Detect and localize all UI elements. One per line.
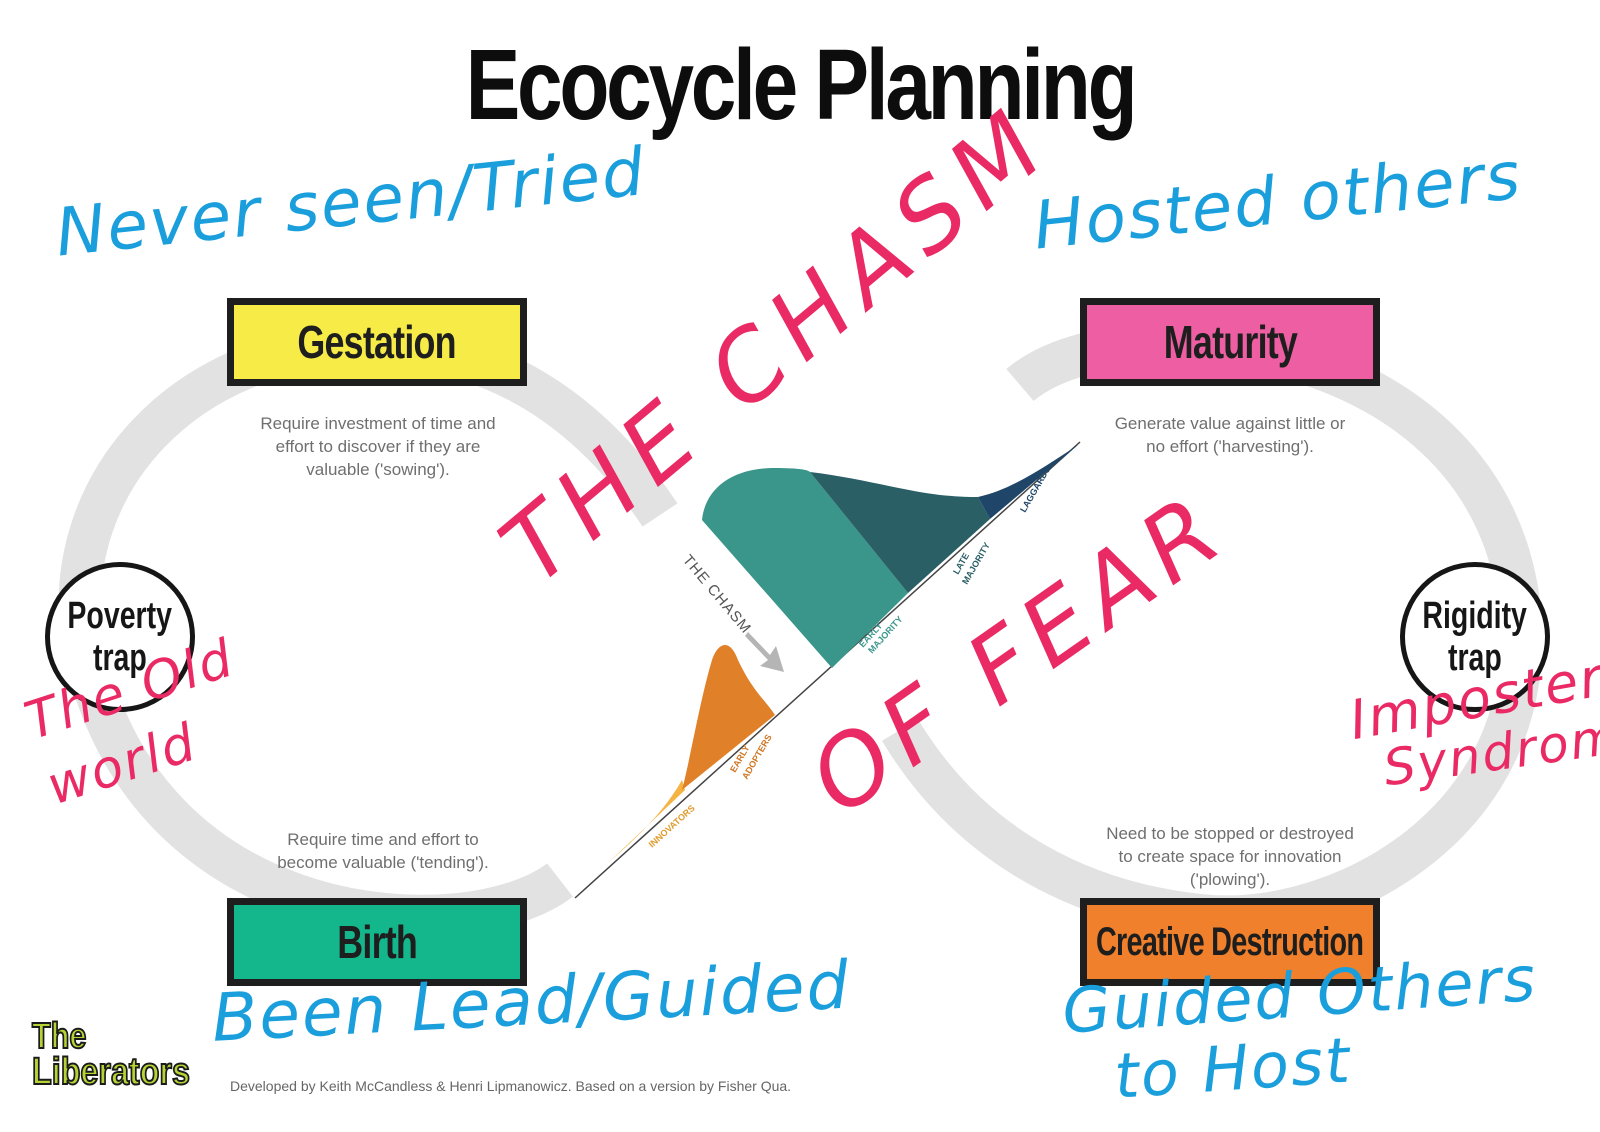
rigidity-trap-line1: Rigidity xyxy=(1422,595,1528,637)
poverty-trap: Poverty trap xyxy=(45,562,195,712)
page-title: Ecocycle Planning xyxy=(465,29,1138,141)
curve-baseline xyxy=(574,441,1081,899)
poverty-trap-line2: trap xyxy=(93,637,147,679)
stage-birth-label: Birth xyxy=(337,916,418,968)
segment-laggards xyxy=(978,445,1078,519)
description-line: Require investment of time and xyxy=(260,414,496,433)
liberators-logo: The Liberators xyxy=(31,1015,212,1098)
rigidity-trap-line2: trap xyxy=(1448,637,1502,679)
stage-creative-destruction: Creative Destruction xyxy=(1080,898,1380,986)
poverty-trap-line1: Poverty xyxy=(67,595,173,637)
chasm-arrow-icon xyxy=(745,632,784,672)
description-line: Require time and effort to xyxy=(287,830,479,849)
stage-maturity: Maturity xyxy=(1080,298,1380,386)
creative-destruction-description: Need to be stopped or destroyed to creat… xyxy=(1070,822,1390,891)
birth-description: Require time and effort to become valuab… xyxy=(223,828,543,874)
description-line: Need to be stopped or destroyed xyxy=(1106,824,1354,843)
logo-line2: Liberators xyxy=(31,1051,191,1093)
description-line: ('plowing'). xyxy=(1189,870,1271,889)
description-line: no effort ('harvesting'). xyxy=(1146,437,1314,456)
rigidity-trap: Rigidity trap xyxy=(1400,562,1550,712)
segment-late-majority xyxy=(810,472,990,593)
segment-early-majority xyxy=(702,468,908,668)
stage-birth: Birth xyxy=(227,898,527,986)
description-line: to create space for innovation xyxy=(1118,847,1342,866)
maturity-description: Generate value against little or no effo… xyxy=(1070,412,1390,458)
logo-line1: The xyxy=(31,1015,87,1056)
description-line: Generate value against little or xyxy=(1114,414,1346,433)
description-line: effort to discover if they are xyxy=(275,437,481,456)
stage-gestation-label: Gestation xyxy=(297,316,457,368)
gestation-description: Require investment of time and effort to… xyxy=(218,412,538,481)
credit-text: Developed by Keith McCandless & Henri Li… xyxy=(230,1078,792,1094)
stage-maturity-label: Maturity xyxy=(1163,316,1297,368)
segment-early-adopters xyxy=(682,644,775,790)
description-line: become valuable ('tending'). xyxy=(277,853,489,872)
stage-creative-destruction-label: Creative Destruction xyxy=(1096,919,1364,964)
segment-innovators xyxy=(608,780,685,863)
stage-gestation: Gestation xyxy=(227,298,527,386)
description-line: valuable ('sowing'). xyxy=(306,460,450,479)
